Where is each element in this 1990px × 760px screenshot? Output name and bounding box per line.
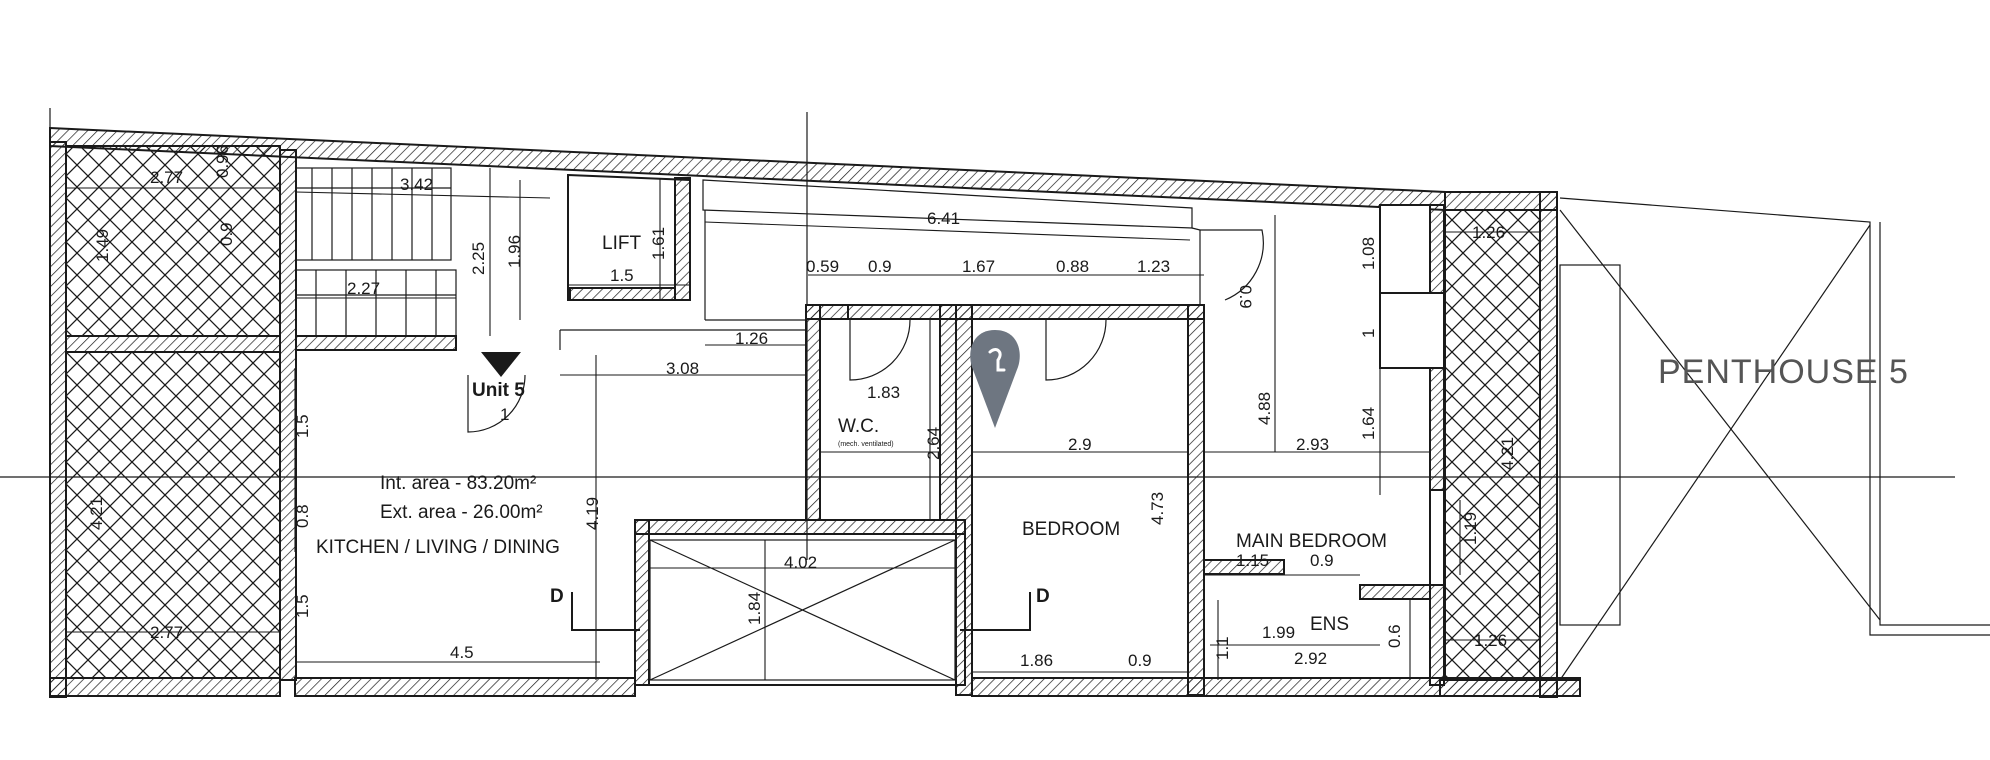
dim-label: 1.96	[505, 235, 524, 268]
dim-label: 1.84	[745, 592, 764, 625]
dim-label: 1.64	[1359, 407, 1378, 440]
room-label-ensuite: ENS	[1310, 614, 1349, 635]
dim-label: 1.26	[735, 329, 768, 348]
dim-label: 1.99	[1262, 623, 1295, 642]
dim-label: 4.73	[1148, 492, 1167, 525]
room-label-main-bedroom: MAIN BEDROOM	[1236, 531, 1387, 552]
dim-label: 2.92	[1294, 649, 1327, 668]
dim-label: 1.86	[1020, 651, 1053, 670]
dim-label: 1.19	[1461, 512, 1480, 545]
light-well	[634, 519, 966, 686]
dim-label: 1.83	[867, 383, 900, 402]
external-area: Ext. area - 26.00m²	[380, 502, 543, 523]
doors	[467, 229, 1264, 433]
dim-label: 0.9	[1310, 551, 1334, 570]
exterior-walls	[49, 126, 1581, 698]
dim-label: 0.9	[1236, 285, 1255, 309]
dim-label: 1.15	[1236, 551, 1269, 570]
dim-label: 1.67	[962, 257, 995, 276]
dim-label: 2.27	[347, 279, 380, 298]
corridor	[559, 179, 1201, 350]
dim-label: 1.23	[1137, 257, 1170, 276]
dim-label: 1.5	[293, 594, 312, 618]
dim-label: 1.5	[293, 414, 312, 438]
section-marker-right-label: D	[1036, 586, 1050, 607]
dim-label: 1.49	[93, 229, 112, 262]
dim-label: 1.26	[1474, 631, 1507, 650]
dim-label: 4.02	[784, 553, 817, 572]
location-pin-icon[interactable]	[970, 330, 1020, 428]
dim-label: 3.42	[400, 175, 433, 194]
section-marker-left	[571, 592, 640, 631]
penthouse-label: PENTHOUSE 5	[1658, 353, 1909, 391]
dim-label: 1.08	[1359, 237, 1378, 270]
dim-label: 1.5	[610, 266, 634, 285]
dim-label: 0.88	[1056, 257, 1089, 276]
dim-label: 2.25	[469, 242, 488, 275]
room-label-kitchen: KITCHEN / LIVING / DINING	[316, 537, 560, 558]
interior-walls	[65, 149, 1445, 696]
dim-label: 2.93	[1296, 435, 1329, 454]
room-note-wc: (mech. ventilated)	[838, 441, 894, 448]
dim-label: 4.88	[1255, 392, 1274, 425]
dim-label: 3.08	[666, 359, 699, 378]
room-label-lift: LIFT	[602, 233, 641, 254]
room-label-bedroom: BEDROOM	[1022, 519, 1120, 540]
dim-label: 1	[500, 405, 509, 424]
dim-label: 1	[1359, 329, 1378, 338]
dimension-labels: 2.77 0.96 0.9 1.49 3.42 2.25 1.96 2.27 1…	[87, 145, 1517, 670]
internal-area: Int. area - 83.20m²	[380, 473, 536, 494]
dim-label: 1.26	[1472, 223, 1505, 242]
unit-entry-arrow-icon	[481, 352, 521, 377]
dim-label: 4.5	[450, 643, 474, 662]
dim-label: 0.9	[1128, 651, 1152, 670]
room-label-wc: W.C.	[838, 416, 879, 437]
dim-label: 0.9	[217, 222, 236, 246]
dim-label: 4.19	[583, 497, 602, 530]
dim-label: 2.9	[1068, 435, 1092, 454]
unit-label: Unit 5	[472, 380, 525, 401]
dim-label: 2.77	[150, 168, 183, 187]
dim-label: 1.1	[1213, 636, 1232, 660]
dim-label: 0.59	[806, 257, 839, 276]
section-marker-left-label: D	[550, 586, 564, 607]
dim-label: 2.77	[150, 623, 183, 642]
dim-label: 2.64	[924, 427, 943, 460]
staircase	[295, 167, 457, 337]
dim-label: 4.21	[87, 497, 106, 530]
dim-label: 0.96	[213, 145, 232, 178]
dim-label: 0.9	[868, 257, 892, 276]
dim-label: 4.21	[1498, 437, 1517, 470]
penthouse-5	[1559, 197, 1990, 681]
dimension-lines	[66, 168, 1540, 680]
section-marker-right	[960, 592, 1031, 631]
dim-label: 1.61	[649, 227, 668, 260]
dim-label: 0.6	[1385, 624, 1404, 648]
dim-label: 6.41	[927, 209, 960, 228]
dim-label: 0.8	[293, 504, 312, 528]
